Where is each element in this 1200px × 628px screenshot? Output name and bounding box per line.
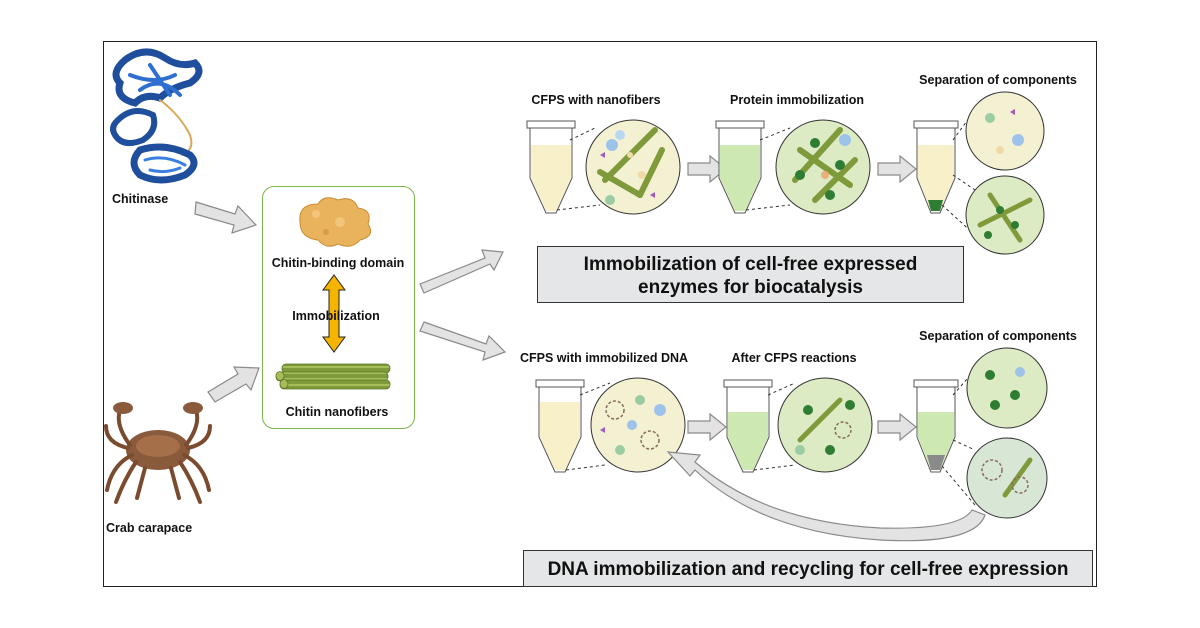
bottom-step1-label: CFPS with immobilized DNA xyxy=(519,351,689,365)
chitin-nanofibers-icon xyxy=(275,363,391,390)
top-title-line1: Immobilization of cell-free expressed xyxy=(583,254,918,275)
top-step1-label: CFPS with nanofibers xyxy=(531,93,661,107)
arrow-bottom-1-to-2 xyxy=(687,412,727,442)
tube-top-1 xyxy=(526,120,576,214)
top-step2-label: Protein immobilization xyxy=(729,93,865,107)
crab-carapace-label: Crab carapace xyxy=(106,521,193,535)
magnified-circle-top-2 xyxy=(775,119,871,215)
magnified-circle-bottom-3b xyxy=(966,437,1048,519)
magnified-circle-bottom-3a xyxy=(966,347,1048,429)
crab-icon xyxy=(104,402,212,504)
bottom-step3-label: Separation of components xyxy=(919,329,1077,343)
chitin-binding-domain-icon xyxy=(299,197,372,247)
bottom-workflow-title-box: DNA immobilization and recycling for cel… xyxy=(523,550,1093,587)
top-title-line2: enzymes for biocatalysis xyxy=(638,277,863,298)
chitin-binding-domain-label: Chitin-binding domain xyxy=(271,256,405,270)
arrow-crab-to-box xyxy=(207,366,260,403)
magnified-circle-bottom-2 xyxy=(777,377,873,473)
arrow-chitinase-to-box xyxy=(194,201,258,234)
immobilization-label: Immobilization xyxy=(292,309,380,323)
arrow-box-to-bottom xyxy=(419,321,507,361)
arrow-top-2-to-3 xyxy=(877,154,917,184)
magnified-circle-top-3a xyxy=(965,91,1045,171)
top-step3-label: Separation of components xyxy=(919,73,1077,87)
bottom-step2-label: After CFPS reactions xyxy=(731,351,857,365)
chitinase-structure-icon xyxy=(110,48,203,184)
chitin-immobilization-box xyxy=(262,186,415,429)
arrow-top-1-to-2 xyxy=(687,154,727,184)
chitinase-label: Chitinase xyxy=(112,192,169,206)
chitin-nanofibers-label: Chitin nanofibers xyxy=(285,405,389,419)
tube-bottom-3 xyxy=(913,379,959,473)
arrow-bottom-2-to-3 xyxy=(877,412,917,442)
magnified-circle-top-3b xyxy=(965,175,1045,255)
tube-top-2 xyxy=(715,120,765,214)
recycling-arrow xyxy=(666,451,986,542)
tube-bottom-1 xyxy=(535,379,585,473)
arrow-box-to-top xyxy=(419,249,504,294)
top-workflow-title-box: Immobilization of cell-free expressed en… xyxy=(537,246,964,303)
magnified-circle-bottom-1 xyxy=(590,377,686,473)
double-arrow-icon xyxy=(322,274,346,353)
tube-top-3 xyxy=(913,120,959,214)
magnified-circle-top-1 xyxy=(585,119,681,215)
tube-bottom-2 xyxy=(723,379,773,473)
